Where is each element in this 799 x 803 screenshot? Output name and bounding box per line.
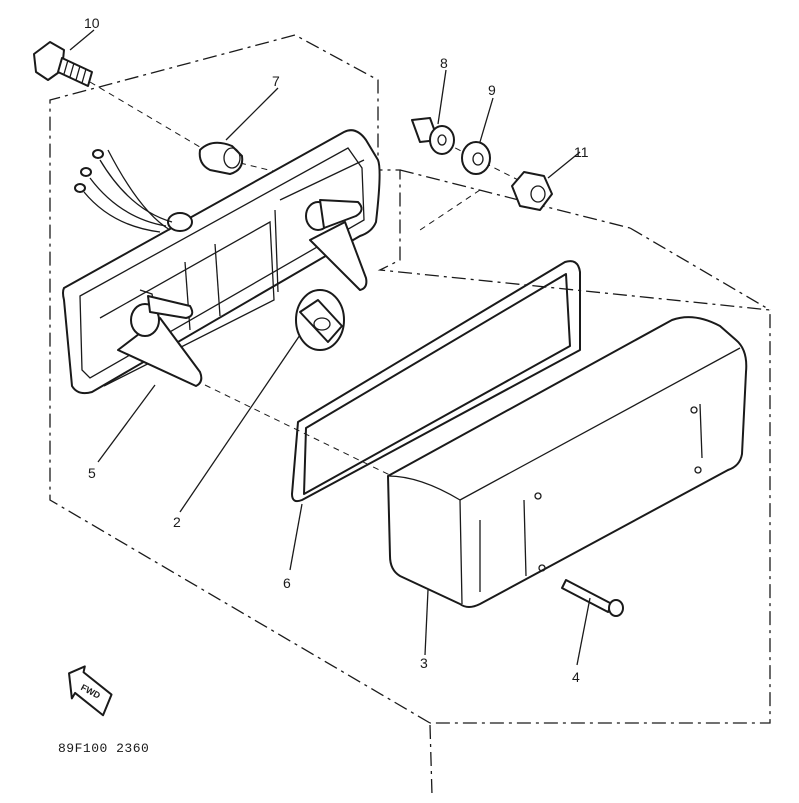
wire-harness [74, 149, 173, 233]
callout-9: 9 [488, 82, 496, 98]
lens-gasket [291, 260, 581, 503]
callout-4: 4 [572, 669, 580, 685]
collar [411, 117, 455, 155]
lens [387, 316, 748, 608]
callout-3: 3 [420, 655, 428, 671]
callout-5: 5 [88, 465, 96, 481]
callout-7: 7 [272, 73, 280, 89]
washer [461, 141, 491, 175]
lens-screw [561, 579, 624, 617]
assembly-boundary [49, 34, 771, 796]
callout-8: 8 [440, 55, 448, 71]
rubber-grommet [198, 141, 244, 175]
tail-light-housing [62, 129, 381, 395]
mounting-bolt [33, 41, 93, 87]
callout-11: 11 [574, 144, 589, 160]
nut [511, 171, 553, 211]
callout-6: 6 [283, 575, 291, 591]
leader-lines [69, 29, 591, 666]
callout-2: 2 [173, 514, 181, 530]
forward-direction-arrow-icon: FWD [68, 665, 113, 717]
bulb [295, 289, 345, 351]
callout-10: 10 [84, 15, 100, 31]
drawing-code: 89F100 2360 [58, 741, 149, 756]
